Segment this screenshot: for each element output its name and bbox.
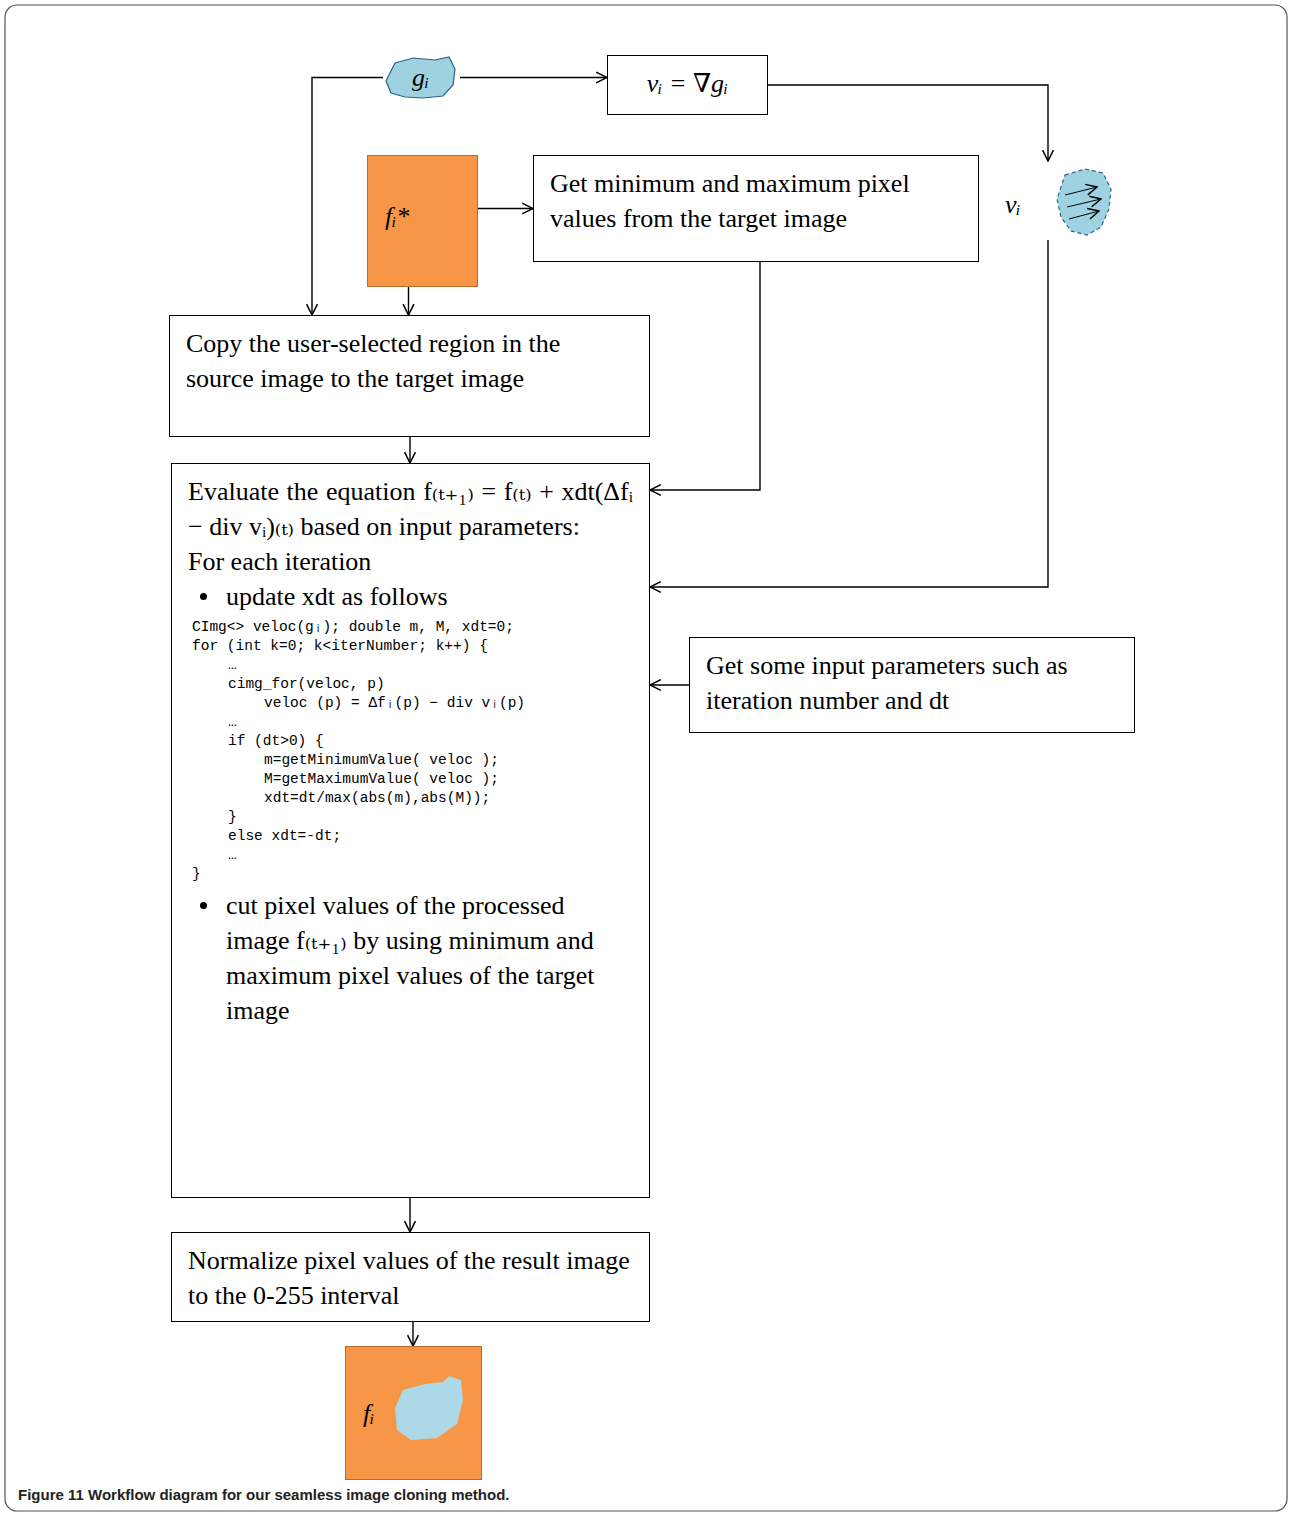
- source-region: [386, 57, 455, 98]
- node-label: gᵢ: [412, 60, 429, 95]
- target-image: [368, 156, 478, 287]
- flow-arrow: [478, 208, 533, 209]
- flow-arrow: [412, 1322, 413, 1346]
- field-arrow: [1069, 211, 1099, 219]
- process-box: Normalize pixel values of the result ima…: [171, 1232, 650, 1322]
- step-text: Evaluate the equation f₍ₜ₊₁₎ = f₍ₜ₎ + xd…: [188, 474, 633, 544]
- field-arrow: [1065, 187, 1097, 195]
- bullet-text: update xdt as follows: [188, 579, 633, 614]
- node-label: vᵢ = ∇gᵢ: [624, 66, 751, 101]
- process-box: Evaluate the equation f₍ₜ₊₁₎ = f₍ₜ₎ + xd…: [171, 463, 650, 1198]
- code-line: …: [188, 713, 633, 732]
- flow-arrow: [460, 77, 607, 78]
- process-box: Get some input parameters such as iterat…: [689, 637, 1135, 733]
- flow-arrow: [768, 85, 1048, 161]
- code-line: }: [188, 808, 633, 827]
- process-box: Copy the user-selected region in the sou…: [169, 315, 650, 437]
- code-line: else xdt=-dt;: [188, 827, 633, 846]
- flow-arrow: [650, 240, 1048, 587]
- code-line: CImg<> veloc(gᵢ); double m, M, xdt=0;: [188, 618, 633, 637]
- flow-arrow: [408, 287, 409, 315]
- bullet-text: cut pixel values of the processed image …: [188, 888, 633, 1028]
- code-line: M=getMaximumValue( veloc );: [188, 770, 633, 789]
- field-arrow: [1067, 199, 1101, 207]
- flow-arrow: [650, 262, 760, 490]
- bullet-dot: [200, 593, 207, 600]
- node-label: Copy the user-selected region in the sou…: [186, 326, 633, 396]
- step-text: For each iteration: [188, 544, 633, 579]
- code-line: m=getMinimumValue( veloc );: [188, 751, 633, 770]
- flow-arrow: [409, 437, 410, 463]
- node-label: Normalize pixel values of the result ima…: [188, 1243, 633, 1313]
- process-box: vᵢ = ∇gᵢ: [607, 55, 768, 115]
- node-label: vᵢ: [1005, 187, 1115, 222]
- region-shape: vᵢ: [1005, 165, 1115, 240]
- code-line: …: [188, 846, 633, 865]
- code-line: veloc (p) = Δfᵢ(p) − div vᵢ(p): [188, 694, 633, 713]
- code-line: if (dt>0) {: [188, 732, 633, 751]
- image-node: fᵢ*: [367, 155, 478, 287]
- node-shape: [367, 155, 478, 287]
- bullet-dot: [200, 902, 207, 909]
- region-shape: gᵢ: [383, 55, 458, 100]
- code-line: for (int k=0; k<iterNumber; k++) {: [188, 637, 633, 656]
- gradient-field: [1057, 169, 1111, 235]
- node-label: fᵢ*: [385, 199, 478, 234]
- node-shape: [1005, 165, 1115, 240]
- flow-arrow: [409, 1198, 410, 1232]
- node-label: Get some input parameters such as iterat…: [706, 648, 1118, 718]
- process-box: Get minimum and maximum pixel values fro…: [533, 155, 979, 262]
- code-line: cimg_for(veloc, p): [188, 675, 633, 694]
- cloned-region: [395, 1376, 463, 1440]
- frame-border: [5, 5, 1287, 1511]
- code-line: xdt=dt/max(abs(m),abs(M));: [188, 789, 633, 808]
- flow-arrow: [650, 684, 689, 685]
- code-line: …: [188, 656, 633, 675]
- image-node: fᵢ: [345, 1346, 482, 1480]
- code-line: }: [188, 865, 633, 884]
- node-label: Get minimum and maximum pixel values fro…: [550, 166, 962, 236]
- figure-caption: Figure 11 Workflow diagram for our seaml…: [18, 1486, 510, 1503]
- node-label: fᵢ: [363, 1396, 482, 1431]
- result-image: [346, 1347, 482, 1480]
